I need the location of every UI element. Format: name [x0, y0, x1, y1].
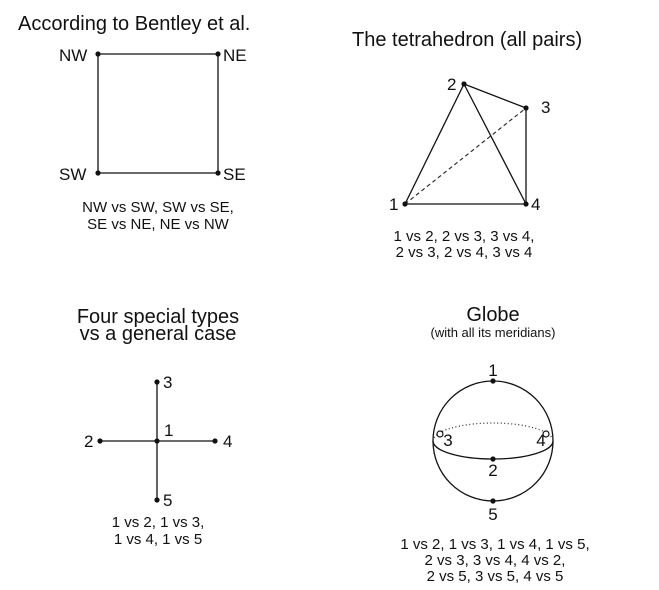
special-title-line: vs a general case [80, 323, 237, 345]
globe-caption-line: 2 vs 5, 3 vs 5, 4 vs 5 [427, 568, 564, 585]
node-nw [95, 51, 101, 57]
globe-caption-line: 2 vs 3, 3 vs 4, 4 vs 2, [425, 552, 566, 569]
node-5 [490, 498, 496, 504]
label-4: 4 [223, 432, 232, 451]
label-2: 2 [488, 461, 497, 480]
node-2 [461, 81, 467, 87]
label-3: 3 [163, 373, 172, 392]
label-5: 5 [488, 505, 497, 524]
edge-1-2 [404, 83, 465, 205]
label-1: 1 [488, 361, 497, 380]
node-4 [542, 430, 550, 438]
label-3: 3 [443, 431, 452, 450]
panel-globe: Globe (with all its meridians) 1 2 5 3 4… [400, 304, 589, 585]
node-3 [154, 379, 160, 385]
globe-subtitle: (with all its meridians) [431, 325, 556, 340]
tetra-title: The tetrahedron (all pairs) [352, 29, 582, 51]
special-caption-line: 1 vs 2, 1 vs 3, [112, 514, 205, 531]
globe-title: Globe [466, 304, 519, 326]
node-5 [154, 497, 160, 503]
label-se: SE [223, 165, 246, 184]
node-1 [490, 378, 496, 384]
edge-1-3-hidden [404, 107, 527, 205]
label-5: 5 [163, 491, 172, 510]
panel-special-types: Four special types vs a general case 3 1… [77, 306, 239, 548]
label-4: 4 [531, 195, 540, 214]
label-4: 4 [536, 431, 545, 450]
edge-2-3 [463, 83, 527, 109]
label-2: 2 [447, 75, 456, 94]
bentley-title: According to Bentley et al. [18, 13, 250, 35]
special-caption-line: 1 vs 4, 1 vs 5 [114, 531, 202, 548]
label-1: 1 [389, 195, 398, 214]
globe-caption-line: 1 vs 2, 1 vs 3, 1 vs 4, 1 vs 5, [400, 536, 589, 553]
node-sw [95, 170, 101, 176]
node-2 [97, 438, 103, 444]
special-title-line: Four special types [77, 306, 239, 328]
label-3: 3 [541, 98, 550, 117]
panel-tetrahedron: The tetrahedron (all pairs) 2 3 1 4 1 vs… [352, 29, 582, 261]
node-1 [154, 438, 160, 444]
label-nw: NW [59, 46, 87, 65]
node-3 [523, 105, 529, 111]
node-4 [523, 201, 529, 207]
node-se [215, 170, 221, 176]
label-2: 2 [84, 432, 93, 451]
node-1 [402, 201, 408, 207]
bentley-caption-line: SE vs NE, NE vs NW [87, 216, 230, 233]
label-sw: SW [59, 165, 86, 184]
label-1: 1 [164, 421, 173, 440]
node-4 [212, 438, 218, 444]
node-ne [215, 51, 221, 57]
panel-bentley: According to Bentley et al. NW NE SW SE … [18, 13, 250, 233]
bentley-caption-line: NW vs SW, SW vs SE, [82, 199, 234, 216]
edge-2-4 [463, 83, 527, 205]
label-ne: NE [223, 46, 247, 65]
node-2 [490, 456, 496, 462]
tetra-caption-line: 2 vs 3, 2 vs 4, 3 vs 4 [396, 244, 533, 261]
node-3 [436, 430, 444, 438]
tetra-caption-line: 1 vs 2, 2 vs 3, 3 vs 4, [394, 228, 535, 245]
